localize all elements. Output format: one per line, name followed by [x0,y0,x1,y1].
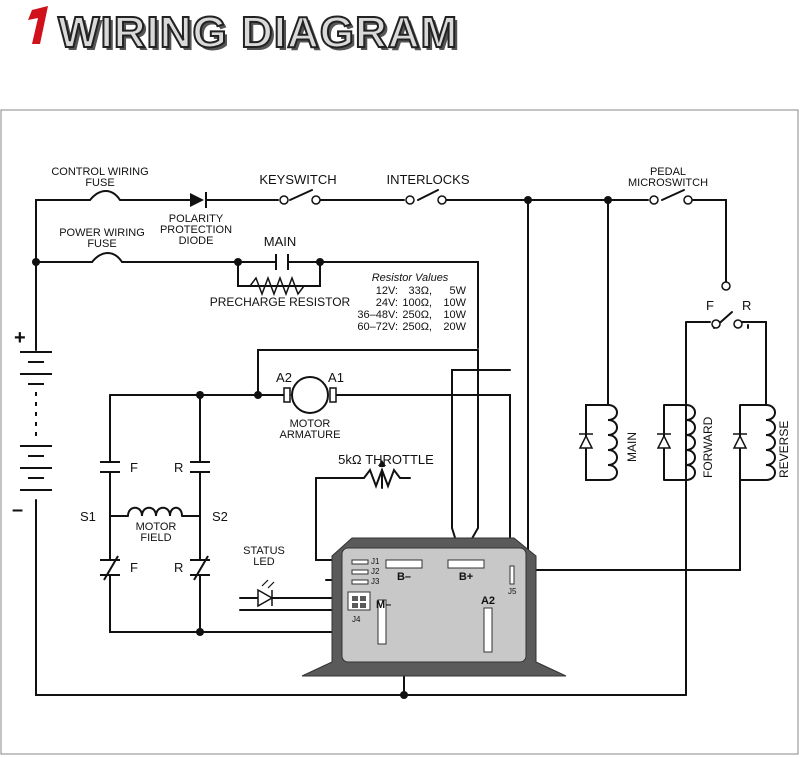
pedal-label-2: MICROSWITCH [628,177,708,189]
b-plus-label: B+ [459,571,473,583]
control-wire [35,199,91,263]
forward-coil [685,404,696,481]
motor-controller [301,537,567,677]
rv-ohms: 100Ω, [402,297,432,309]
f-lower-label: F [130,560,138,575]
s1-label: S1 [80,509,96,524]
main-coil [607,404,618,481]
motor-a1-label: A1 [328,370,344,385]
precharge-resistor [249,275,305,297]
polarity-protection-diode [190,193,204,207]
j4-label: J4 [352,615,361,624]
status-led-wire [239,597,347,611]
precharge-label: PRECHARGE RESISTOR [210,295,351,309]
reverse-select-label: R [742,298,751,313]
reverse-coil [765,404,776,481]
pedal-label-1: PEDAL [650,166,686,178]
resistor-values-table: Resistor Values 12V: 33Ω, 5W 24V: 100Ω, … [357,272,466,333]
j2-label: J2 [371,567,380,576]
b-minus-label: B– [397,571,411,583]
r-lower-label: R [174,560,183,575]
main-coil-label: MAIN [625,432,639,462]
keyswitch-label: KEYSWITCH [259,172,336,187]
motor-a2-label: A2 [276,370,292,385]
field-label-1: MOTOR [136,521,177,533]
forward-coil-label: FORWARD [701,416,715,478]
f-upper-label: F [130,460,138,475]
keyswitch-line [289,189,727,283]
reverse-coil-label: REVERSE [777,421,791,478]
rv-watts: 5W [450,285,467,297]
rv-ohms: 250Ω, [402,309,432,321]
rv-voltage: 24V: [376,297,398,309]
diagram-frame [0,109,799,755]
page-title: WIRING DIAGRAM [57,7,459,58]
rv-voltage: 12V: [376,285,398,297]
power-fuse [91,252,239,263]
throttle-wire [315,467,411,489]
rv-ohms: 33Ω, [408,285,432,297]
battery [20,351,52,491]
armature-label-1: MOTOR [290,418,331,430]
control-fuse [89,190,191,201]
diode-label-1: POLARITY [169,213,224,225]
a2-terminal-label: A2 [481,595,495,607]
battery-plus: + [14,327,26,349]
diode-label-2: PROTECTION [160,224,232,236]
throttle-label: 5kΩ THROTTLE [338,452,434,467]
red-slash-logo-icon [28,6,48,44]
status-led [257,579,275,608]
rv-voltage: 60–72V: [357,321,398,333]
motor-field-coil [127,506,183,517]
diode-label-3: DIODE [179,235,214,247]
rv-watts: 10W [443,309,466,321]
resistor-values-title: Resistor Values [372,272,449,284]
armature-label-2: ARMATURE [280,429,341,441]
field-label-2: FIELD [140,532,171,544]
status-label-1: STATUS [243,545,285,557]
control-fuse-label-2: FUSE [85,177,114,189]
j1-label: J1 [371,557,380,566]
forward-select-label: F [706,298,714,313]
r-upper-label: R [174,460,183,475]
battery-minus: – [12,499,23,521]
rv-watts: 20W [443,321,466,333]
rv-ohms: 250Ω, [402,321,432,333]
battery-wire [35,261,687,696]
status-label-2: LED [253,556,274,568]
interlocks-label: INTERLOCKS [386,172,469,187]
rv-voltage: 36–48V: [357,309,398,321]
m-minus-label: M– [376,599,391,611]
rv-watts: 10W [443,297,466,309]
motor-armature [283,376,337,414]
main-contactor-label: MAIN [264,234,297,249]
control-fuse-label-1: CONTROL WIRING [51,166,148,178]
j3-label: J3 [371,577,380,586]
header: WIRING DIAGRAM [0,0,800,70]
power-fuse-label-2: FUSE [87,238,116,250]
j5-label: J5 [508,587,517,596]
s2-label: S2 [212,509,228,524]
power-fuse-label-1: POWER WIRING [59,227,145,239]
